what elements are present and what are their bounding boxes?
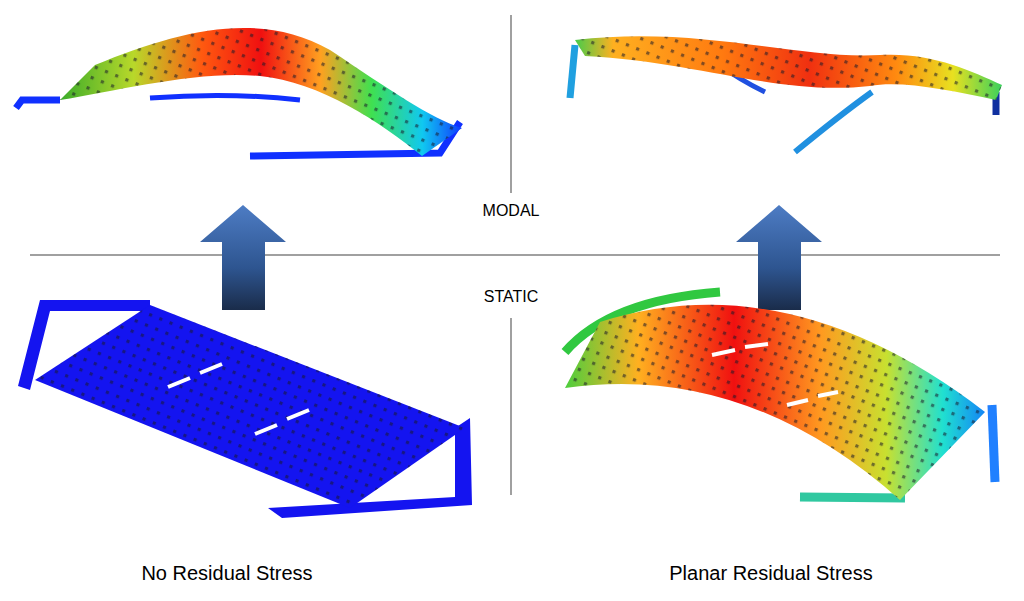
caption-label: STATIC [480, 286, 543, 307]
caption-label: No Residual Stress [141, 561, 312, 585]
caption-label: MODAL [479, 200, 544, 221]
caption-label: Planar Residual Stress [669, 561, 872, 585]
